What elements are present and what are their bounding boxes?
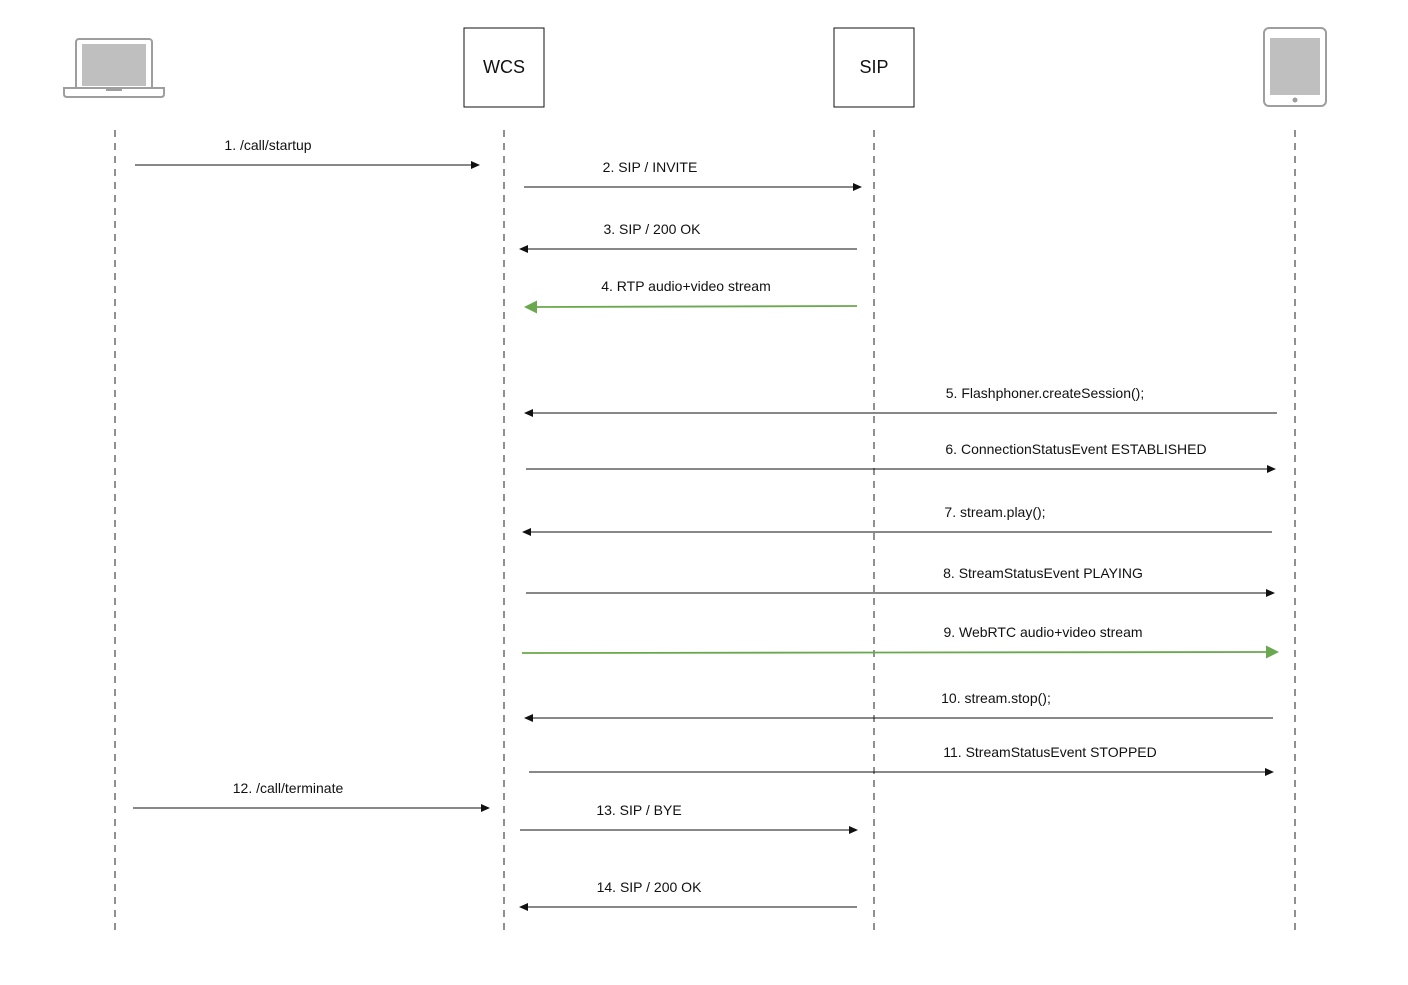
message-label: 10. stream.stop(); — [941, 690, 1051, 706]
arrowhead-icon — [481, 804, 490, 812]
message-4: 4. RTP audio+video stream — [524, 278, 858, 314]
message-12: 12. /call/terminate — [133, 780, 490, 812]
arrowhead-icon — [524, 300, 537, 314]
message-9: 9. WebRTC audio+video stream — [521, 624, 1279, 659]
message-11: 11. StreamStatusEvent STOPPED — [529, 744, 1274, 776]
messages: 1. /call/startup 2. SIP / INVITE 3. SIP / … — [133, 137, 1279, 911]
message-7: 7. stream.play(); — [522, 504, 1272, 536]
arrowhead-icon — [849, 826, 858, 834]
message-label: 4. RTP audio+video stream — [601, 278, 771, 294]
arrowhead-icon — [1266, 589, 1275, 597]
message-label: 1. /call/startup — [224, 137, 311, 153]
message-label: 8. StreamStatusEvent PLAYING — [943, 565, 1143, 581]
laptop-icon — [63, 38, 165, 98]
message-10: 10. stream.stop(); — [524, 690, 1273, 722]
message-5: 5. Flashphoner.createSession(); — [524, 385, 1277, 417]
message-13: 13. SIP / BYE — [520, 802, 858, 834]
message-label: 7. stream.play(); — [944, 504, 1045, 520]
arrowhead-icon — [524, 409, 533, 417]
arrowhead-icon — [519, 245, 528, 253]
message-3: 3. SIP / 200 OK — [519, 221, 857, 253]
message-1: 1. /call/startup — [135, 137, 480, 169]
participant-sip: SIP — [833, 27, 915, 108]
participant-wcs-label: WCS — [483, 57, 525, 77]
message-2: 2. SIP / INVITE — [524, 159, 862, 191]
message-8: 8. StreamStatusEvent PLAYING — [526, 565, 1275, 597]
tablet-icon — [1263, 27, 1327, 107]
message-arrow-line — [536, 305, 858, 308]
arrowhead-icon — [1266, 645, 1279, 659]
message-label: 3. SIP / 200 OK — [603, 221, 701, 237]
message-label: 9. WebRTC audio+video stream — [943, 624, 1142, 640]
arrowhead-icon — [1267, 465, 1276, 473]
message-label: 5. Flashphoner.createSession(); — [946, 385, 1144, 401]
message-label: 2. SIP / INVITE — [603, 159, 698, 175]
message-label: 12. /call/terminate — [233, 780, 344, 796]
message-label: 13. SIP / BYE — [596, 802, 681, 818]
message-arrow-line — [521, 651, 1267, 654]
lifelines — [114, 130, 1296, 935]
message-label: 14. SIP / 200 OK — [597, 879, 702, 895]
arrowhead-icon — [471, 161, 480, 169]
arrowhead-icon — [519, 903, 528, 911]
arrowhead-icon — [524, 714, 533, 722]
arrowhead-icon — [1265, 768, 1274, 776]
arrowhead-icon — [522, 528, 531, 536]
participant-wcs: WCS — [463, 27, 545, 108]
participant-sip-label: SIP — [859, 57, 888, 77]
message-label: 6. ConnectionStatusEvent ESTABLISHED — [945, 441, 1206, 457]
message-6: 6. ConnectionStatusEvent ESTABLISHED — [526, 441, 1276, 473]
message-14: 14. SIP / 200 OK — [519, 879, 857, 911]
arrowhead-icon — [853, 183, 862, 191]
message-label: 11. StreamStatusEvent STOPPED — [943, 744, 1156, 760]
